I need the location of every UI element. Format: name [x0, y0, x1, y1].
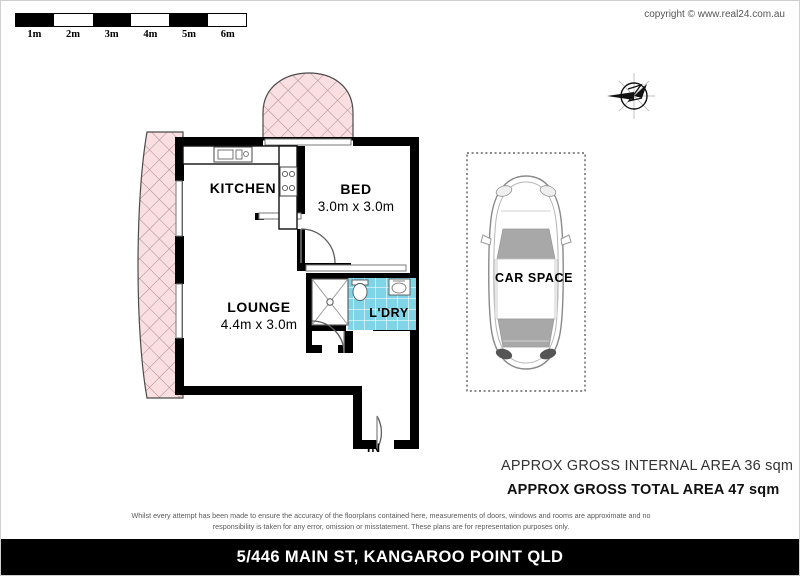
room-name: KITCHEN [209, 180, 277, 196]
scale-segment [92, 14, 131, 26]
scale-label: 1m [27, 29, 42, 40]
compass-rose-icon [607, 73, 655, 119]
scale-bar [15, 13, 247, 27]
room-name: LOUNGE [227, 299, 291, 315]
room-label-bed: BED 3.0m x 3.0m [301, 181, 411, 215]
room-name: IN [367, 441, 381, 455]
doors [300, 228, 383, 450]
scale-label: 2m [66, 29, 80, 40]
copyright-text: copyright © www.real24.com.au [644, 9, 785, 20]
scale-label: 5m [182, 29, 197, 40]
shower-icon [311, 278, 349, 326]
room-dimensions: 4.4m x 3.0m [220, 316, 298, 332]
room-name: BED [340, 181, 372, 197]
title-bar: 5/446 MAIN ST, KANGAROO POINT QLD [1, 539, 799, 575]
balcony-bay-top [262, 72, 354, 139]
scale-segment [207, 14, 246, 26]
ldry-floor [348, 278, 416, 330]
toilet-icon [351, 279, 369, 301]
room-dimensions: 3.0m x 3.0m [317, 198, 395, 214]
scale-segment [16, 14, 55, 26]
scale-segment [130, 14, 170, 26]
room-name: L'DRY [369, 306, 409, 320]
scale-label: 6m [220, 29, 235, 40]
gross-total-area-text: APPROX GROSS TOTAL AREA 47 sqm [507, 482, 780, 498]
disclaimer-text: Whilst every attempt has been made to en… [131, 511, 651, 532]
balcony-left [137, 131, 184, 399]
scale-bar-labels: 1m 2m 3m 4m 5m 6m [15, 29, 247, 43]
room-label-ldry: L'DRY [361, 306, 417, 322]
scale-segment [169, 14, 208, 26]
scale-label: 3m [104, 29, 119, 40]
scale-segment [54, 14, 93, 26]
room-label-lounge: LOUNGE 4.4m x 3.0m [204, 299, 314, 333]
room-label-car-space: CAR SPACE [488, 271, 580, 287]
room-name: CAR SPACE [494, 271, 574, 285]
room-label-kitchen: KITCHEN [197, 180, 289, 198]
scale-label: 4m [143, 29, 158, 40]
gross-internal-area-text: APPROX GROSS INTERNAL AREA 36 sqm [501, 458, 794, 474]
property-address: 5/446 MAIN ST, KANGAROO POINT QLD [236, 547, 564, 566]
entry-label: IN [353, 441, 395, 456]
basin-icon [388, 278, 411, 296]
kitchen-sink-icon [213, 146, 253, 163]
